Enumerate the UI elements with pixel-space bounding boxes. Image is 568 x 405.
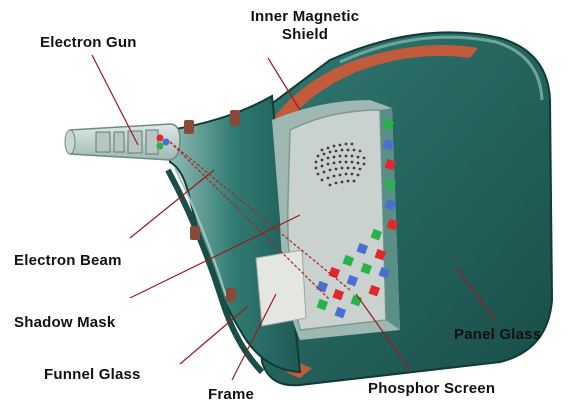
frame-shape — [256, 250, 306, 326]
label-electron-gun: Electron Gun — [40, 34, 137, 52]
label-electron-beam: Electron Beam — [14, 252, 122, 270]
label-shadow-mask: Shadow Mask — [14, 314, 115, 332]
label-inner-magnetic-shield: Inner Magnetic Shield — [230, 8, 380, 44]
label-panel-glass: Panel Glass — [454, 326, 541, 344]
label-inner-magnetic-shield-line1: Inner Magnetic — [230, 8, 380, 26]
label-funnel-glass: Funnel Glass — [44, 366, 141, 384]
label-inner-magnetic-shield-line2: Shield — [230, 26, 380, 44]
label-frame: Frame — [208, 386, 254, 404]
label-phosphor-screen: Phosphor Screen — [368, 380, 495, 398]
